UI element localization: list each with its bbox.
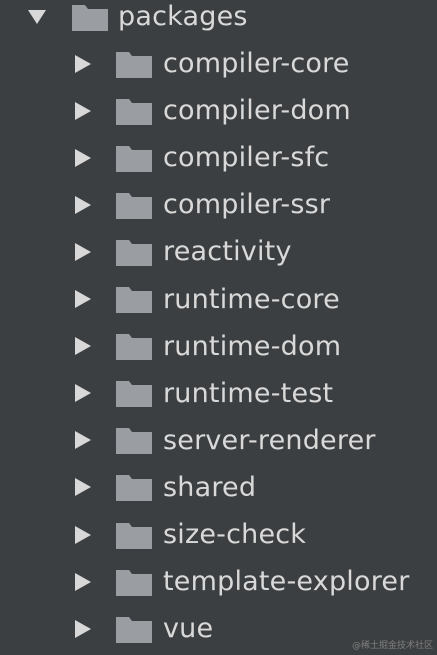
tree-node-label: reactivity bbox=[163, 236, 292, 268]
folder-icon bbox=[116, 191, 152, 219]
tree-node-label: shared bbox=[163, 471, 257, 503]
folder-icon bbox=[116, 379, 152, 408]
tree-node-label: compiler-ssr bbox=[163, 189, 331, 221]
folder-icon bbox=[116, 97, 152, 125]
tree-node-folder[interactable]: compiler-dom bbox=[0, 87, 437, 134]
triangle-right-icon[interactable] bbox=[70, 145, 96, 171]
tree-node-folder[interactable]: compiler-core bbox=[0, 40, 437, 87]
triangle-right-icon[interactable] bbox=[70, 522, 96, 548]
folder-icon bbox=[116, 144, 152, 172]
tree-node-folder[interactable]: template-explorer bbox=[0, 558, 437, 605]
tree-node-folder[interactable]: vue bbox=[0, 605, 437, 652]
triangle-right-icon[interactable] bbox=[70, 427, 96, 453]
tree-node-label: vue bbox=[163, 613, 214, 645]
tree-node-folder[interactable]: compiler-sfc bbox=[0, 134, 437, 181]
tree-node-folder[interactable]: size-check bbox=[0, 511, 437, 558]
triangle-right-icon[interactable] bbox=[70, 616, 96, 642]
tree-node-label: size-check bbox=[163, 519, 307, 550]
folder-icon bbox=[116, 238, 152, 266]
folder-icon bbox=[116, 50, 152, 78]
folder-icon bbox=[116, 615, 152, 643]
tree-node-folder[interactable]: reactivity bbox=[0, 228, 437, 275]
tree-node-label: template-explorer bbox=[163, 566, 410, 598]
triangle-right-icon[interactable] bbox=[70, 380, 96, 406]
tree-node-folder[interactable]: shared bbox=[0, 464, 437, 511]
tree-node-folder[interactable]: runtime-test bbox=[0, 370, 437, 417]
triangle-right-icon[interactable] bbox=[70, 51, 96, 77]
triangle-right-icon[interactable] bbox=[70, 192, 96, 218]
tree-node-label: runtime-core bbox=[163, 283, 340, 315]
triangle-right-icon[interactable] bbox=[70, 98, 96, 124]
tree-node-folder[interactable]: runtime-core bbox=[0, 276, 437, 323]
tree-node-label: compiler-core bbox=[163, 48, 350, 79]
tree-node-label: runtime-dom bbox=[163, 330, 342, 362]
tree-node-label: packages bbox=[118, 1, 248, 32]
triangle-right-icon[interactable] bbox=[70, 239, 96, 265]
triangle-right-icon[interactable] bbox=[70, 569, 96, 595]
folder-icon bbox=[72, 3, 108, 31]
tree-node-label: runtime-test bbox=[163, 377, 334, 409]
triangle-right-icon[interactable] bbox=[70, 286, 96, 312]
tree-node-folder[interactable]: runtime-dom bbox=[0, 323, 437, 370]
watermark: @稀土掘金技术社区 bbox=[351, 641, 433, 651]
folder-icon bbox=[116, 473, 152, 502]
tree-node-packages[interactable]: packages bbox=[0, 0, 437, 40]
tree-node-folder[interactable]: compiler-ssr bbox=[0, 181, 437, 228]
folder-icon bbox=[116, 568, 152, 596]
tree-node-label: server-renderer bbox=[163, 424, 376, 456]
folder-icon bbox=[116, 426, 152, 455]
triangle-down-icon[interactable] bbox=[24, 4, 50, 30]
folder-icon bbox=[116, 285, 152, 313]
triangle-right-icon[interactable] bbox=[70, 333, 96, 359]
triangle-right-icon[interactable] bbox=[70, 474, 96, 500]
tree-node-label: compiler-sfc bbox=[163, 142, 330, 174]
folder-icon bbox=[116, 521, 152, 549]
tree-node-label: compiler-dom bbox=[163, 95, 351, 127]
tree-node-folder[interactable]: server-renderer bbox=[0, 417, 437, 464]
folder-icon bbox=[116, 332, 152, 361]
